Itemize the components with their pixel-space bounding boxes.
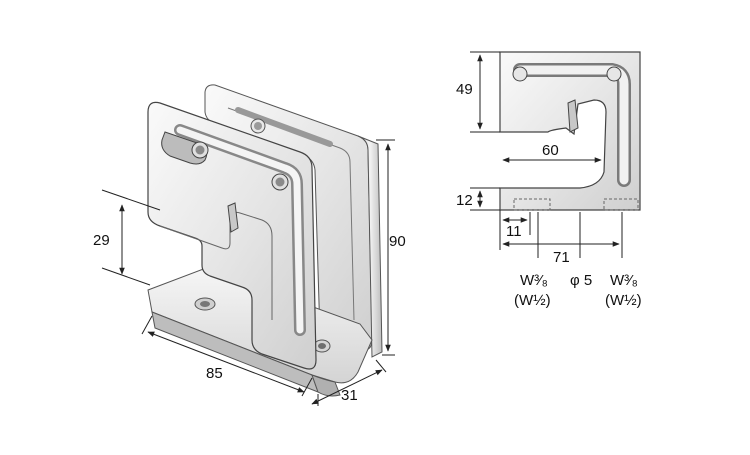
thread-left-label: W³⁄₈ <box>520 272 548 289</box>
thread-right-label: W³⁄₈ <box>610 272 638 289</box>
dim-height-label: 90 <box>389 233 406 250</box>
dim-top-label: 49 <box>456 81 473 98</box>
dim-depth-label: 31 <box>341 387 358 404</box>
side-plate <box>357 135 383 358</box>
dim-inner-width-label: 60 <box>542 142 559 159</box>
bracket-side-view <box>499 51 641 211</box>
dim-opening-label: 29 <box>93 232 110 249</box>
iso-dimensions <box>101 139 395 406</box>
bracket-isometric-view <box>147 84 383 397</box>
hole-center-label: φ 5 <box>570 272 592 289</box>
dim-hole-span-label: 71 <box>553 249 570 266</box>
dim-length-label: 85 <box>206 365 223 382</box>
thread-left-alt-label: (W½) <box>514 292 551 309</box>
side-dimensions <box>470 51 623 258</box>
dim-hole-offset-label: 11 <box>506 223 522 240</box>
dim-base-label: 12 <box>456 192 473 209</box>
thread-right-alt-label: (W½) <box>605 292 642 309</box>
